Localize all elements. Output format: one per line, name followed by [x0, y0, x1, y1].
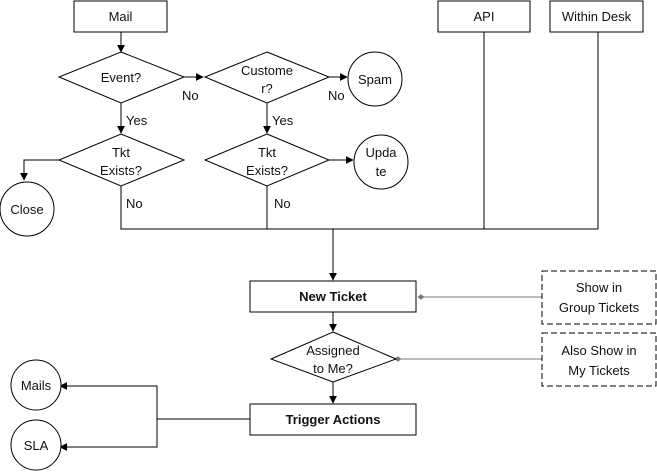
edge-label-customer-no: No	[328, 88, 345, 103]
edge-merge-bus	[120, 186, 598, 230]
edge-tkt1-to-close	[20, 159, 59, 181]
decision-tkt2-label-line2: Exists?	[246, 163, 288, 178]
node-mail-label: Mail	[109, 9, 133, 24]
decision-tkt1-label-line1: Tkt	[112, 145, 130, 160]
edge-trigger-to-sla	[59, 419, 158, 451]
terminal-mails-label: Mails	[21, 378, 52, 393]
process-new-ticket-label: New Ticket	[299, 289, 367, 304]
terminal-update-label-line2: te	[376, 164, 387, 179]
decision-customer: Custome r?	[203, 51, 331, 104]
annotation-also-show-my-tickets: Also Show in My Tickets	[541, 332, 657, 387]
decision-event: Event?	[57, 51, 186, 104]
terminal-spam: Spam	[347, 51, 403, 107]
annotation-show-group-tickets: Show in Group Tickets	[541, 270, 657, 325]
process-trigger-actions-label: Trigger Actions	[286, 412, 381, 427]
node-within-desk: Within Desk	[549, 0, 644, 33]
connectors	[20, 32, 599, 451]
decision-customer-label-line2: r?	[261, 81, 273, 96]
decision-customer-label-line1: Custome	[241, 63, 293, 78]
terminal-spam-label: Spam	[358, 72, 392, 87]
node-mail: Mail	[73, 0, 168, 33]
decision-tkt1-label-line2: Exists?	[100, 163, 142, 178]
terminal-sla: SLA	[10, 419, 62, 471]
edge-label-tkt1-no: No	[126, 196, 143, 211]
terminal-close: Close	[0, 181, 55, 237]
node-api-label: API	[474, 9, 495, 24]
edge-trigger-to-mails	[59, 382, 250, 420]
process-trigger-actions: Trigger Actions	[249, 403, 417, 436]
terminal-update: Upda te	[353, 134, 409, 190]
terminal-close-label: Close	[10, 202, 43, 217]
decision-event-label: Event?	[101, 70, 141, 85]
edge-label-event-no: No	[182, 88, 199, 103]
terminal-update-label-line1: Upda	[365, 145, 397, 160]
decision-tkt-exists-2: Tkt Exists?	[203, 133, 331, 187]
decision-assigned-label-line2: to Me?	[313, 361, 353, 376]
terminal-sla-label: SLA	[24, 438, 49, 453]
decision-tkt2-label-line1: Tkt	[258, 145, 276, 160]
edge-label-event-yes: Yes	[126, 113, 148, 128]
edge-label-customer-yes: Yes	[272, 113, 294, 128]
edge-labels: No No Yes Yes No No	[126, 88, 345, 211]
terminal-mails: Mails	[10, 359, 62, 411]
decision-assigned-to-me: Assigned to Me?	[269, 331, 398, 383]
decision-assigned-label-line1: Assigned	[306, 343, 359, 358]
node-within-desk-label: Within Desk	[562, 9, 632, 24]
process-new-ticket: New Ticket	[249, 280, 417, 313]
annotation-my-line2: My Tickets	[568, 363, 630, 378]
annotation-group-line2: Group Tickets	[559, 300, 640, 315]
edge-label-tkt2-no: No	[274, 196, 291, 211]
annotation-my-line1: Also Show in	[561, 343, 636, 358]
node-api: API	[437, 0, 531, 33]
annotation-group-line1: Show in	[576, 280, 622, 295]
decision-tkt-exists-1: Tkt Exists?	[57, 133, 186, 187]
